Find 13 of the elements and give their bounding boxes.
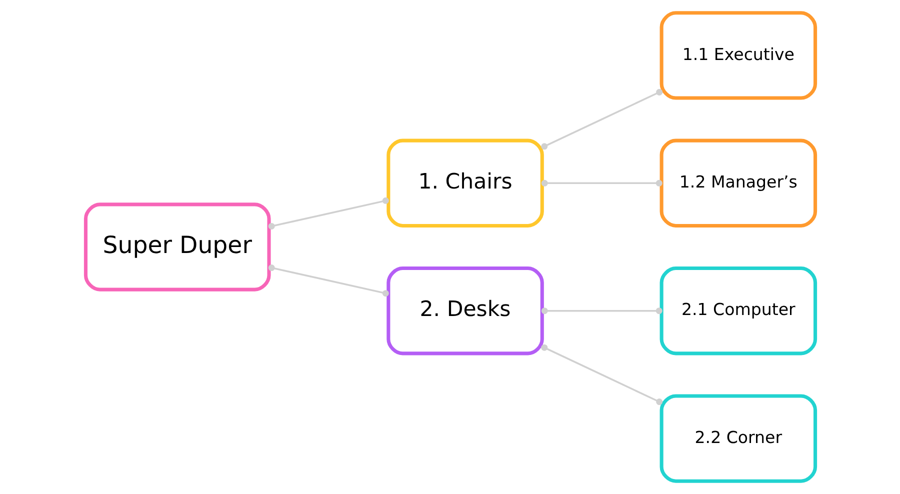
connector	[540, 344, 662, 406]
connector	[268, 264, 388, 297]
connector	[268, 197, 388, 230]
node-box: 1.1 Executive	[659, 11, 817, 100]
node-box: 1. Chairs	[386, 138, 544, 228]
connector	[540, 180, 662, 186]
node-box: 2.1 Computer	[659, 266, 817, 356]
node-box: 2.2 Corner	[659, 394, 817, 483]
connector	[540, 88, 662, 150]
node-box: Super Duper	[83, 202, 270, 292]
node-box: 2. Desks	[386, 266, 544, 356]
connector	[540, 308, 662, 314]
node-box: 1.2 Manager’s	[659, 138, 817, 228]
